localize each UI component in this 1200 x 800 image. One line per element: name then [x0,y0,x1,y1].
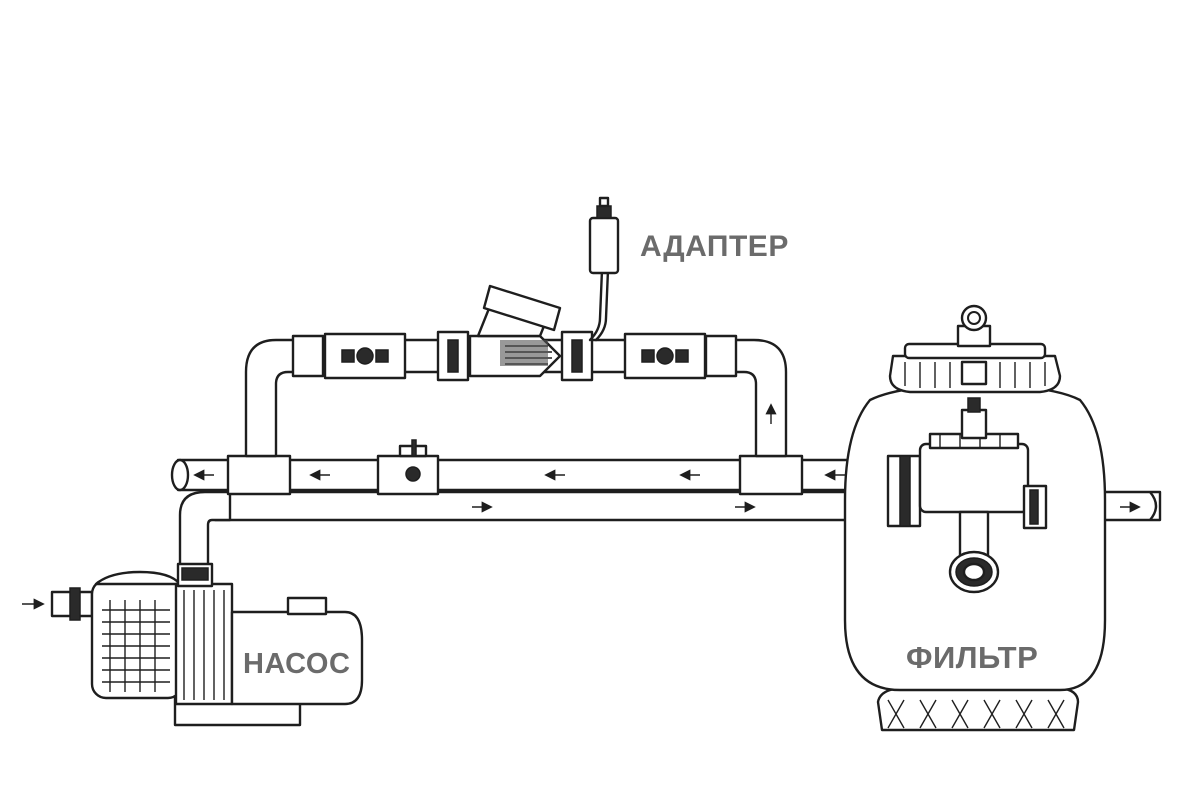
pump-icon [50,562,364,727]
filter-label: ФИЛЬТР [906,640,1039,675]
flow-arrow-icon [22,403,1141,610]
main-pipe [170,439,892,496]
pump-label: НАСОС [243,648,351,680]
multiport-valve-icon [886,397,1048,594]
adapter-icon [468,196,620,378]
adapter-label: АДАПТЕР [640,230,789,263]
